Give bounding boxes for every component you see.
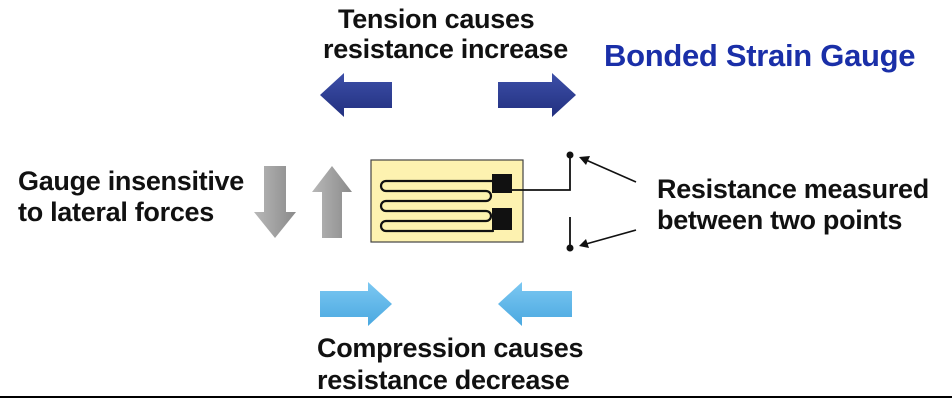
tension-label-line-1: Tension causes [338, 4, 535, 34]
gauge-grid [379, 179, 495, 233]
pointer-arrows [585, 159, 637, 245]
tension-label-line-2: resistance increase [323, 34, 568, 64]
resistance-label-line-1: Resistance measured [657, 174, 929, 204]
terminal-top [566, 151, 574, 159]
gauge-solder-tab-top [492, 174, 512, 193]
lateral-arrow-up [312, 166, 352, 238]
resistance-label-line-2: between two points [657, 205, 903, 235]
pointer-arrowhead-top [579, 156, 590, 165]
tension-arrow-right [498, 73, 576, 117]
compression-label-line-2: resistance decrease [317, 365, 570, 395]
terminal-bottom [566, 244, 574, 252]
lead-wires [512, 155, 571, 248]
compression-label-line-1: Compression causes [317, 333, 584, 363]
lateral-label-line-1: Gauge insensitive [18, 166, 244, 196]
lateral-arrow-down [254, 166, 296, 238]
bottom-border [0, 396, 952, 398]
lateral-label-line-2: to lateral forces [18, 197, 214, 227]
diagram-title: Bonded Strain Gauge [604, 38, 916, 73]
gauge-solder-tab-bottom [492, 208, 512, 230]
pointer-arrowhead-bottom [579, 239, 589, 248]
tension-arrow-left [320, 73, 392, 117]
compression-arrow-left-pointing [498, 282, 572, 326]
compression-arrow-right-pointing [320, 282, 392, 326]
